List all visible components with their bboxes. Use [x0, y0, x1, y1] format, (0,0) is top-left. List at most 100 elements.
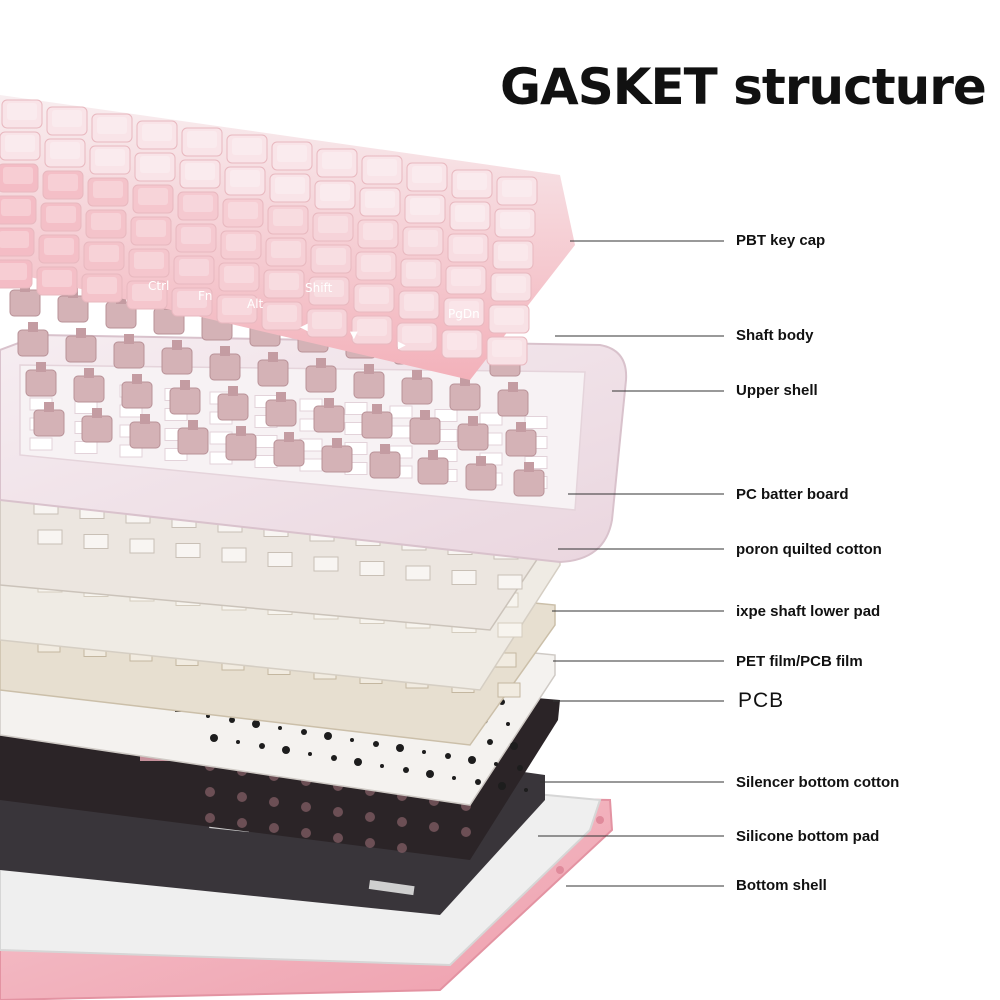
film-hole	[282, 746, 290, 754]
keycap	[1, 99, 43, 129]
film-hole	[380, 764, 384, 768]
keycap-top	[455, 205, 485, 222]
keycap-top	[230, 170, 260, 187]
keycap-top	[91, 213, 121, 230]
pcb-component	[397, 817, 407, 827]
pcb-component	[365, 812, 375, 822]
switch-housing	[409, 417, 441, 445]
pcb-component	[205, 787, 215, 797]
keycap	[494, 208, 536, 238]
keycap-top	[140, 156, 170, 173]
keycap	[486, 336, 528, 366]
switch-stem	[188, 420, 198, 430]
switch-stem	[516, 422, 526, 432]
switch-housing	[361, 411, 393, 439]
keycap	[398, 290, 440, 320]
switch-housing	[81, 415, 113, 443]
keycap	[265, 237, 307, 267]
keycap-top	[492, 340, 522, 357]
keycap	[0, 227, 35, 257]
switch-housing	[217, 393, 249, 421]
keycap-top	[316, 248, 346, 265]
pcb-component	[429, 822, 439, 832]
switch-housing	[369, 451, 401, 479]
film-hole	[396, 744, 404, 752]
diagram-title: GASKET structure	[500, 58, 987, 116]
keycap-top	[451, 269, 481, 286]
keycap-top	[93, 181, 123, 198]
plate-hole	[497, 682, 521, 698]
plate-hole	[359, 561, 385, 576]
shell-opening	[344, 402, 368, 415]
keycap	[46, 106, 88, 136]
keycap	[359, 187, 401, 217]
switch-housing	[265, 399, 297, 427]
keycap	[226, 134, 268, 164]
keycap	[38, 234, 80, 264]
switch-housing	[9, 289, 41, 317]
label-upper-shell: Upper shell	[736, 382, 818, 399]
key-legend-right-arrow: ▶	[398, 340, 406, 351]
film-hole	[487, 739, 493, 745]
keycap	[310, 244, 352, 274]
keycap-top	[322, 152, 352, 169]
film-hole	[350, 738, 354, 742]
label-poron-quilted-cotton: poron quilted cotton	[736, 541, 882, 558]
keycap-top	[365, 191, 395, 208]
keycap	[267, 205, 309, 235]
switch-housing	[457, 423, 489, 451]
keycap-top	[449, 301, 479, 318]
switch-stem	[132, 374, 142, 384]
switch-housing	[129, 421, 161, 449]
keycap-top	[95, 149, 125, 166]
keycap	[308, 276, 350, 306]
switch-housing	[401, 377, 433, 405]
key-legend-shift: Shift	[305, 281, 333, 295]
switch-housing	[449, 383, 481, 411]
switch-housing	[65, 335, 97, 363]
film-hole	[524, 788, 528, 792]
keycap-top	[224, 266, 254, 283]
keycap	[306, 308, 348, 338]
shell-opening	[74, 441, 98, 454]
key-legend-alt: Alt	[247, 297, 264, 311]
keycap-top	[52, 110, 82, 127]
keycap-top	[187, 131, 217, 148]
keycap	[175, 223, 217, 253]
plate-hole	[175, 543, 201, 558]
keycap	[351, 315, 393, 345]
keycap	[136, 120, 178, 150]
film-hole	[506, 722, 510, 726]
switch-housing	[417, 457, 449, 485]
switch-stem	[428, 450, 438, 460]
film-hole	[517, 765, 523, 771]
label-bottom-shell: Bottom shell	[736, 877, 827, 894]
keycap-top	[134, 252, 164, 269]
pcb-component	[365, 838, 375, 848]
key-legend-fn: Fn	[198, 289, 213, 303]
keycap	[83, 241, 125, 271]
keycap	[128, 248, 170, 278]
switch-housing	[177, 427, 209, 455]
keycap	[488, 304, 530, 334]
keycap	[222, 198, 264, 228]
plate-hole	[497, 574, 523, 590]
keycap-top	[502, 180, 532, 197]
shell-opening	[479, 412, 503, 426]
keycap	[179, 159, 221, 189]
switch-housing	[209, 353, 241, 381]
keycap	[0, 131, 41, 161]
keycap-top	[318, 216, 348, 233]
switch-housing	[273, 439, 305, 467]
switch-stem	[364, 364, 374, 374]
keycap	[134, 152, 176, 182]
keycap-top	[7, 103, 37, 120]
switch-housing	[513, 469, 545, 497]
switch-stem	[28, 322, 38, 332]
keycap	[0, 259, 33, 289]
keycap	[312, 212, 354, 242]
switch-housing	[17, 329, 49, 357]
keycap-top	[48, 174, 78, 191]
keycap-top	[271, 241, 301, 258]
